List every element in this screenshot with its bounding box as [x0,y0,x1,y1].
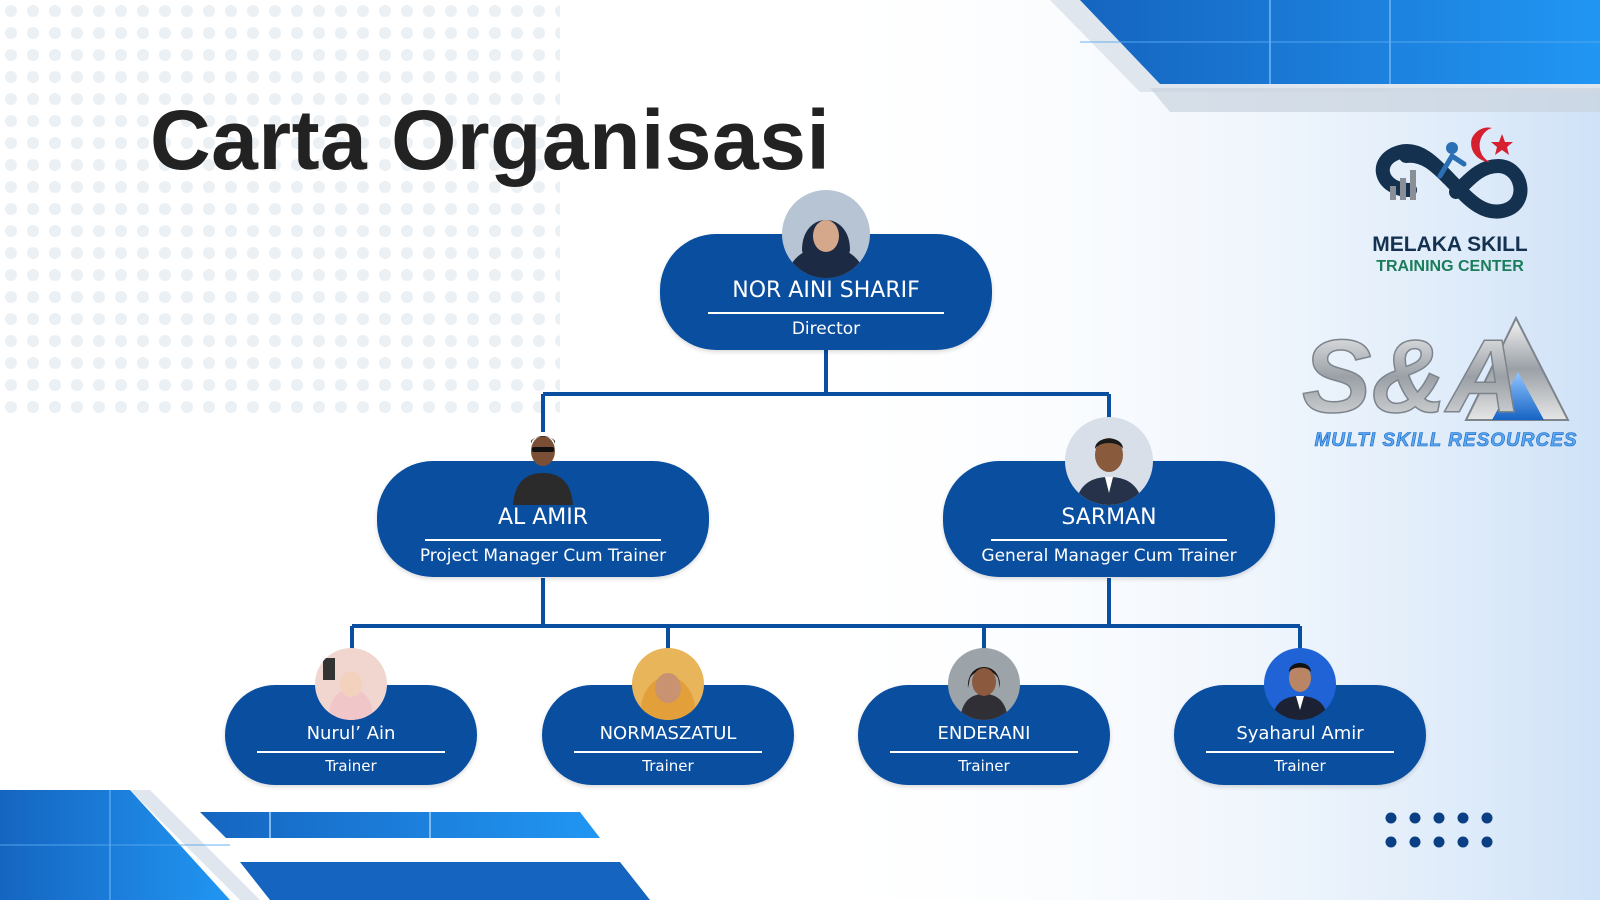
sa-logo-tagline: MULTI SKILL RESOURCES [1314,430,1577,451]
page-title: Carta Organisasi [150,93,831,187]
trainer-name: Nurul’ Ain [306,723,396,744]
normaszatul-photo [632,648,704,720]
msc-logo-line1: MELAKA SKILL [1372,233,1528,256]
trainer-role: Trainer [1274,757,1326,775]
syaharul-amir-photo [1264,648,1336,720]
infinity-figure-logo [1375,127,1528,219]
director-name: NOR AINI SHARIF [732,278,920,303]
sa-logo: S&A MULTI SKILL RESOURCES [1301,315,1577,451]
trainer-role: Trainer [958,757,1010,775]
sarman-photo [1065,417,1153,505]
nurul-ain-photo [315,648,387,720]
divider [425,539,661,541]
trainer-name: NORMASZATUL [599,723,737,744]
divider [1206,751,1394,753]
trainer-role: Trainer [642,757,694,775]
msc-logo-line2: TRAINING CENTER [1376,258,1524,275]
divider [257,751,445,753]
manager-name: SARMAN [1061,505,1157,530]
divider [708,312,944,314]
msc-logo: MELAKA SKILL TRAINING CENTER [1372,127,1528,275]
al-amir-photo [513,436,573,505]
manager-name: AL AMIR [497,505,589,530]
trainer-role: Trainer [325,757,377,775]
director-photo [782,190,870,278]
director-role: Director [791,319,861,339]
sa-logo-mark: S&A [1302,319,1522,435]
trainer-name: Syaharul Amir [1236,723,1364,744]
dot-grid-decoration [1385,812,1493,848]
manager-role: General Manager Cum Trainer [981,546,1237,566]
manager-role: Project Manager Cum Trainer [419,546,667,566]
sa-mountain-logo [1464,315,1570,421]
enderani-photo [948,648,1020,720]
divider [574,751,762,753]
divider [890,751,1078,753]
trainer-name: ENDERANI [937,723,1031,744]
divider [991,539,1227,541]
